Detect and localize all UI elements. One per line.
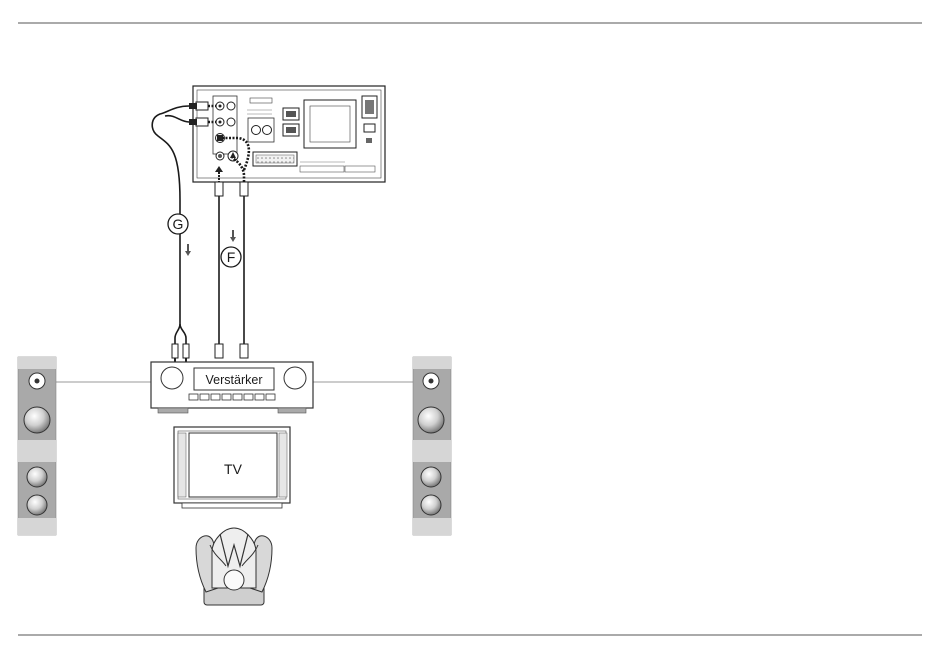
woofer — [24, 407, 50, 433]
down-arrow-icon — [185, 244, 191, 256]
woofer — [421, 495, 441, 515]
tweeter — [29, 373, 45, 389]
receiver-back-panel — [193, 86, 385, 182]
amplifier: Verstärker — [151, 362, 313, 413]
tv-label: TV — [224, 461, 243, 477]
left-speaker-stack — [18, 357, 56, 535]
amplifier-label: Verstärker — [206, 373, 263, 387]
tweeter — [423, 373, 439, 389]
woofer — [418, 407, 444, 433]
person-in-armchair-icon — [196, 528, 272, 605]
cable-g-letter: G — [173, 216, 184, 232]
cable-g-label: G — [168, 214, 188, 234]
down-arrow-icon — [230, 230, 236, 242]
woofer — [27, 467, 47, 487]
woofer — [421, 467, 441, 487]
right-speaker-stack — [413, 357, 451, 535]
cable-f-label: F — [221, 247, 241, 267]
woofer — [27, 495, 47, 515]
tv: TV — [174, 427, 290, 508]
cable-f-letter: F — [227, 249, 236, 265]
